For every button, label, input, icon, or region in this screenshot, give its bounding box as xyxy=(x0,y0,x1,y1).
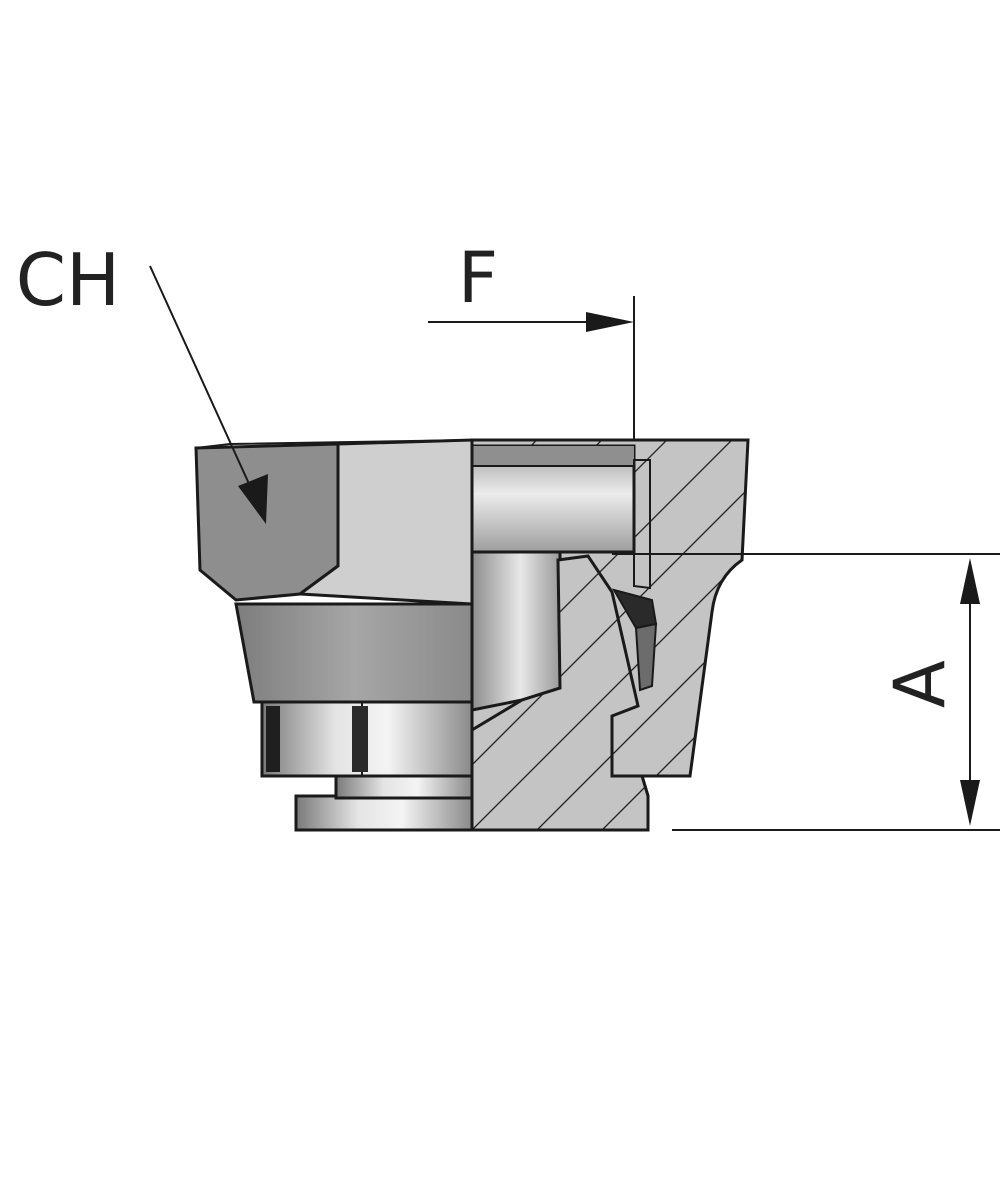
conical-body xyxy=(234,602,474,704)
a-arrowhead-top xyxy=(960,558,980,604)
label-ch: CH xyxy=(16,238,120,322)
ch-leader-line xyxy=(149,265,251,487)
neck xyxy=(334,774,474,800)
label-a: A xyxy=(879,660,961,708)
ch-arrowhead xyxy=(238,474,268,524)
label-f: F xyxy=(458,237,498,319)
a-arrowhead-bottom xyxy=(960,780,980,826)
lower-bore xyxy=(470,550,562,712)
f-arrowhead xyxy=(586,312,634,332)
inner-tube-section xyxy=(470,554,650,832)
hex-face-left xyxy=(194,442,340,602)
bottom-flange xyxy=(294,794,474,832)
